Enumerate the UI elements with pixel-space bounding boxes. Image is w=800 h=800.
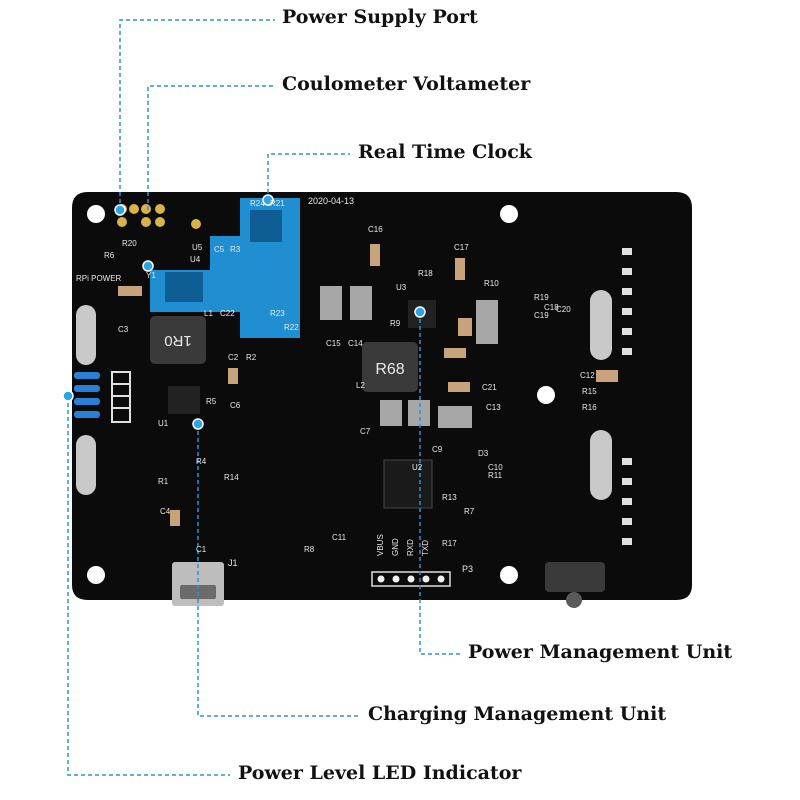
designator-label: U4 [190, 255, 201, 264]
designator-label: C16 [368, 225, 383, 234]
rtc-chip [165, 272, 203, 302]
designator-label: C6 [230, 401, 241, 410]
designator-label: U2 [412, 463, 423, 472]
battery-clip-slot [76, 305, 96, 365]
designator-label: R20 [122, 239, 137, 248]
designator-label: R24 [250, 199, 265, 208]
date-code: 2020-04-13 [308, 196, 354, 206]
callout-power-supply-port: Power Supply Port [282, 6, 478, 28]
designator-label: C13 [486, 403, 501, 412]
designator-label: R15 [582, 387, 597, 396]
designator-label: C22 [220, 309, 235, 318]
designator-label: R13 [442, 493, 457, 502]
inductor-l1 [150, 316, 206, 364]
header-pin-label: GND [391, 538, 400, 556]
designator-label: L1 [204, 309, 213, 318]
designator-label: U1 [158, 419, 169, 428]
inductor-l2-label: R68 [375, 361, 404, 378]
callout-dots [62, 194, 426, 430]
led-indicator [74, 371, 131, 423]
designator-label: C19 [534, 311, 549, 320]
designator-label: R14 [224, 473, 239, 482]
inductor-l2 [362, 342, 418, 392]
designator-label: R23 [270, 309, 285, 318]
header-p3 [371, 571, 451, 587]
designator-label: D3 [478, 449, 489, 458]
designator-label: U5 [192, 243, 203, 252]
header-pins [377, 575, 445, 583]
mounting-hole [537, 386, 555, 404]
chip-u2 [383, 459, 433, 509]
designator-label: R2 [246, 353, 257, 362]
edge-contacts [622, 248, 632, 545]
usb-label: J1 [228, 558, 238, 568]
designator-label: C7 [360, 427, 371, 436]
designator-label: R10 [484, 279, 499, 288]
power-switch-knob [566, 592, 582, 608]
designator-label: C2 [228, 353, 239, 362]
power-switch [545, 562, 605, 592]
designator-label: R16 [582, 403, 597, 412]
mounting-hole [87, 205, 105, 223]
designator-label: R11 [488, 471, 503, 480]
designator-label: C14 [348, 339, 363, 348]
callout-real-time-clock: Real Time Clock [358, 141, 532, 163]
battery-clip-slot [590, 290, 612, 360]
designator-label: R7 [464, 507, 475, 516]
header-label: P3 [462, 564, 473, 574]
designator-label: R3 [230, 245, 241, 254]
callout-power-management-unit: Power Management Unit [468, 641, 733, 663]
designator-label: C12 [580, 371, 595, 380]
battery-clip-slot [590, 430, 612, 500]
designator-label: C18 [544, 303, 559, 312]
designator-label: Y1 [146, 271, 156, 280]
designator-label: L2 [356, 381, 365, 390]
designator-label: C10 [488, 463, 503, 472]
designator-label: C17 [454, 243, 469, 252]
battery-clip-slot [76, 435, 96, 495]
power-supply-port-pins [117, 204, 201, 229]
designator-label: C9 [432, 445, 443, 454]
designator-label: C5 [214, 245, 225, 254]
callout-lines [67, 19, 460, 776]
rtc-chip [250, 210, 282, 242]
designator-label: R21 [270, 199, 285, 208]
mounting-hole [500, 566, 518, 584]
designator-label: C20 [556, 305, 571, 314]
designator-label: C4 [160, 507, 171, 516]
callout-power-level-led-indicator: Power Level LED Indicator [238, 762, 522, 784]
designator-label: R4 [196, 457, 207, 466]
mounting-hole [500, 205, 518, 223]
chip-u1 [168, 386, 200, 414]
rpi-power-label: RPi POWER [76, 274, 122, 283]
designator-label: R5 [206, 397, 217, 406]
capacitors [118, 244, 618, 526]
designator-label: C15 [326, 339, 341, 348]
inductor-l1-label: 1R0 [164, 332, 192, 349]
designator-label: R22 [284, 323, 299, 332]
header-pin-label: TXD [421, 540, 430, 556]
designator-label: C11 [332, 533, 347, 542]
callout-charging-management-unit: Charging Management Unit [368, 703, 667, 725]
header-pin-label: RXD [406, 539, 415, 556]
designator-label: C1 [196, 545, 207, 554]
designator-label: R17 [442, 539, 457, 548]
designator-label: R8 [304, 545, 315, 554]
designator-label: R19 [534, 293, 549, 302]
designator-label: R6 [104, 251, 115, 260]
designator-label: R1 [158, 477, 169, 486]
mounting-hole [87, 566, 105, 584]
header-pin-label: VBUS [376, 534, 385, 556]
designator-label: R9 [390, 319, 401, 328]
designator-label: U3 [396, 283, 407, 292]
designator-label: C3 [118, 325, 129, 334]
designator-label: R18 [418, 269, 433, 278]
callout-coulometer-voltameter: Coulometer Voltameter [282, 73, 531, 95]
designator-label: C21 [482, 383, 497, 392]
